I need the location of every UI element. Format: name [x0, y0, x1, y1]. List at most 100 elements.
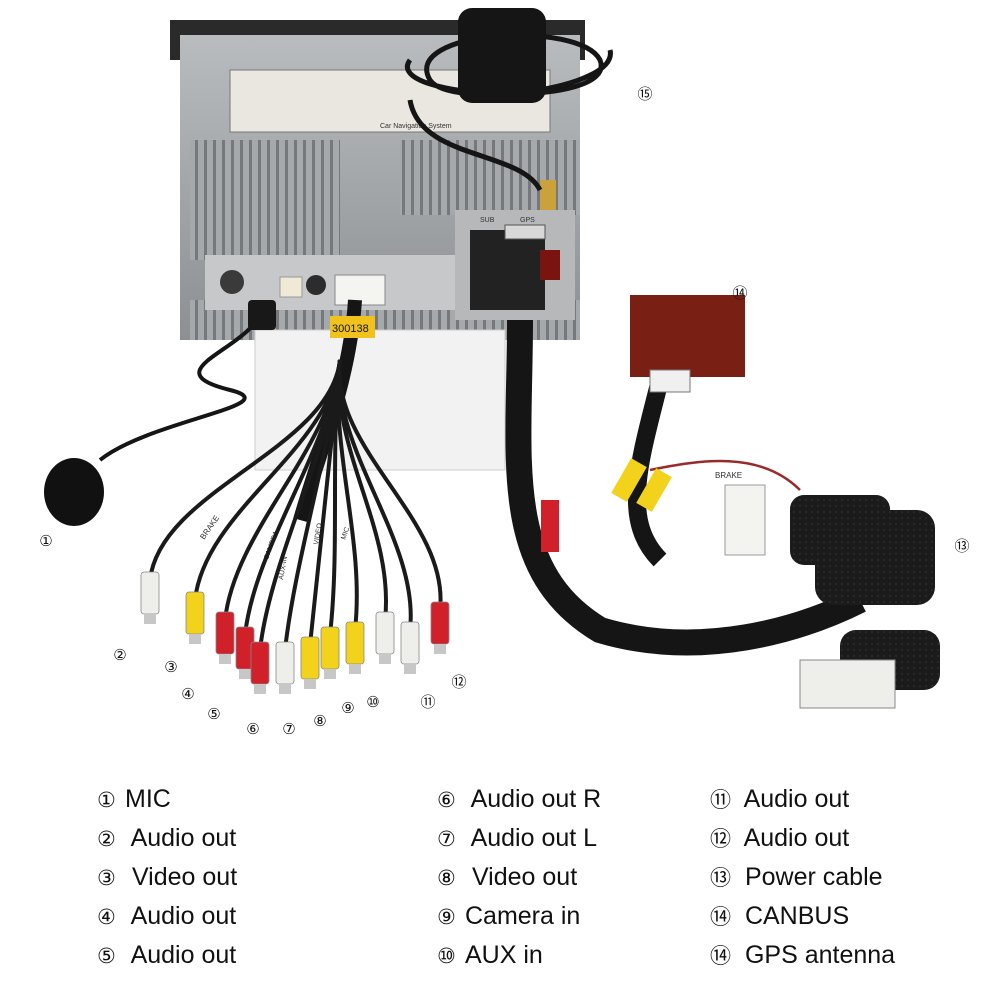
port-panel [205, 255, 455, 310]
legend-label: Audio out R [470, 785, 602, 813]
rca-plug-tip [144, 614, 156, 624]
legend-item: ⑧ Video out [437, 860, 601, 899]
harness-socket [334, 274, 386, 306]
legend-number: ① [97, 788, 116, 812]
power-foam-2 [815, 510, 935, 605]
legend-label: Audio out [130, 902, 237, 930]
rca-plug-tip [349, 664, 361, 674]
rca-plug [345, 621, 365, 665]
power-harness: BRAKE [505, 295, 940, 709]
legend-number: ⑬ [710, 866, 731, 890]
legend-label: Power cable [744, 863, 883, 891]
rca-plug-tip [434, 644, 446, 654]
legend-number: ⑭ [710, 944, 731, 968]
legend-number: ⑨ [437, 905, 456, 929]
rca-yellow-power-2 [636, 468, 672, 512]
legend-number: ⑧ [437, 866, 456, 890]
legend-label: Audio out L [470, 824, 598, 852]
rca-plug-tip [404, 664, 416, 674]
legend-item: ② Audio out [97, 821, 237, 860]
port-small-label-1: SUB [480, 217, 495, 224]
port-small-label-2: GPS [520, 217, 535, 224]
callout-9: ⑨ [341, 699, 355, 717]
rca-yellow-power-1 [611, 458, 647, 502]
brake-label: BRAKE [715, 471, 742, 480]
white-plug [724, 484, 766, 556]
legend-number: ⑩ [437, 944, 456, 968]
legend-label: Video out [131, 863, 238, 891]
mic-plug [248, 300, 276, 330]
gps-antenna [404, 8, 613, 192]
rca-plug-tip [254, 684, 266, 694]
gps-antenna-puck [458, 8, 546, 103]
legend-label: Audio out [743, 824, 850, 852]
white-port [279, 276, 303, 298]
rca-plug-tip [279, 684, 291, 694]
legend-item: ④ Audio out [97, 899, 237, 938]
rca-plug [400, 621, 420, 665]
rca-wire [337, 359, 443, 611]
rca-cables [140, 359, 450, 694]
brake-label-left: BRAKE [198, 514, 221, 541]
label-sticker-text: Car Navigation System [380, 123, 452, 130]
round-port [306, 275, 326, 295]
rca-plug [375, 611, 395, 655]
power-plug-white [799, 659, 896, 709]
callout-13: ⑬ [954, 537, 970, 555]
legend-number: ⑪ [710, 788, 731, 812]
legend-label: Camera in [465, 902, 581, 930]
legend-number: ⑤ [97, 944, 116, 968]
callout-1: ① [39, 532, 53, 550]
harness-tag [330, 316, 375, 338]
callout-6: ⑥ [246, 720, 260, 738]
harness-tag-text: 300138 [332, 323, 369, 335]
canbus-cable [627, 377, 669, 567]
legend-item: ⑦ Audio out L [437, 821, 601, 860]
rca-plug-tip [379, 654, 391, 664]
rca-plug [250, 641, 270, 685]
legend-item: ⑭ CANBUS [710, 899, 895, 938]
rca-plug-tip [189, 634, 201, 644]
rca-plug [185, 591, 205, 635]
legend-column-2: ⑥ Audio out R ⑦ Audio out L ⑧ Video out … [437, 782, 601, 977]
legend-item: ⑤ Audio out [97, 938, 237, 977]
rca-red-power [541, 500, 559, 552]
legend-item: ⑩ AUX in [437, 938, 601, 977]
legend-item: ⑥ Audio out R [437, 782, 601, 821]
legend-number: ⑦ [437, 827, 456, 851]
gps-cable [407, 99, 543, 192]
legend-label: Audio out [130, 824, 237, 852]
callout-12: ⑫ [451, 673, 467, 691]
heatsink-fins-left [190, 140, 340, 260]
legend-label: CANBUS [744, 902, 850, 930]
callout-4: ④ [181, 685, 195, 703]
legend-label: AUX in [465, 941, 543, 969]
rca-plug [215, 611, 235, 655]
legend-item: ⑫ Audio out [710, 821, 895, 860]
legend-column-3: ⑪ Audio out ⑫ Audio out ⑬ Power cable ⑭ … [710, 782, 895, 977]
legend-item: ⑭ GPS antenna [710, 938, 895, 977]
rca-plug [430, 601, 450, 645]
microphone [44, 300, 276, 526]
rca-plug [300, 636, 320, 680]
gps-sma-connector [540, 180, 556, 210]
legend-number: ⑫ [710, 827, 731, 851]
legend-number: ⑥ [437, 788, 456, 812]
legend-number: ④ [97, 905, 116, 929]
rca-plug-tip [324, 669, 336, 679]
rca-plug-tip [239, 669, 251, 679]
callout-15: ⑮ [637, 85, 653, 103]
rca-plug-tip [304, 679, 316, 689]
callout-7: ⑦ [282, 720, 296, 738]
callout-11: ⑪ [420, 693, 436, 711]
cable-tag-4: MIC [340, 526, 351, 540]
callout-3: ③ [164, 658, 178, 676]
legend-number: ③ [97, 866, 116, 890]
brake-wire [649, 459, 801, 491]
legend-label: Audio out [130, 941, 237, 969]
legend-number: ② [97, 827, 116, 851]
callout-8: ⑧ [313, 712, 327, 730]
cable-tag-3: VIDEO [313, 522, 324, 545]
legend-label: Video out [471, 863, 578, 891]
